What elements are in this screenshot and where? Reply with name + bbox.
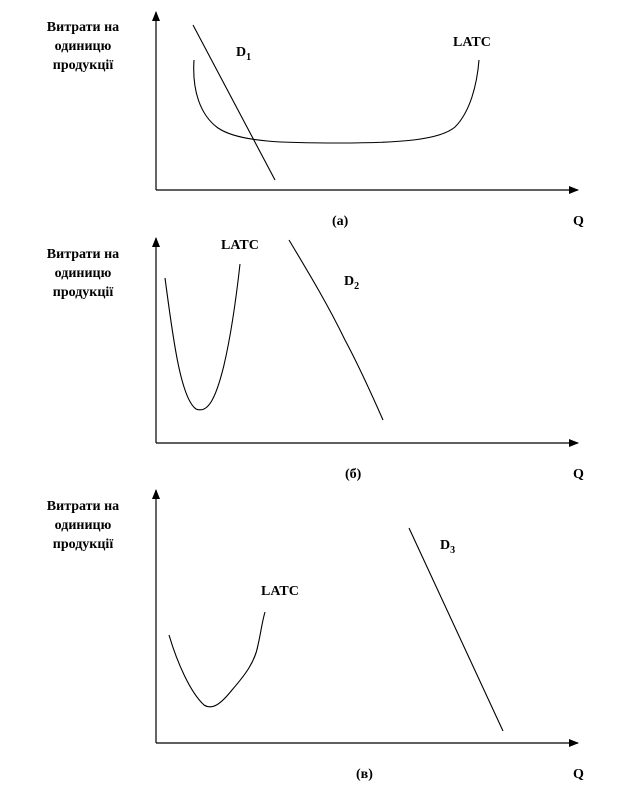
demand-sub-a: 1 <box>246 52 251 63</box>
y-label-line: продукції <box>52 537 114 552</box>
demand-line-c <box>408 527 504 732</box>
demand-base-c: D <box>440 538 450 553</box>
y-axis-label-b: Витрати на одиницю продукції <box>28 245 138 302</box>
y-label-line: Витрати на <box>46 499 120 514</box>
y-label-line: продукції <box>52 58 114 73</box>
panel-b: LATC D2 (б) Q <box>152 237 584 482</box>
x-label-b: Q <box>573 467 584 482</box>
y-label-line: одиницю <box>54 266 112 281</box>
y-label-line: одиницю <box>54 518 112 533</box>
latc-curve-b <box>164 263 241 411</box>
x-label-c: Q <box>573 767 584 782</box>
caption-b: (б) <box>345 467 362 482</box>
x-label-a: Q <box>573 214 584 229</box>
panel-c: LATC D3 (в) Q <box>152 489 584 782</box>
demand-line-b <box>288 239 384 421</box>
caption-c: (в) <box>356 767 373 782</box>
demand-label-c: D3 <box>440 538 455 556</box>
y-label-line: одиницю <box>54 39 112 54</box>
latc-label-b: LATC <box>221 238 259 253</box>
caption-a: (а) <box>332 214 349 229</box>
latc-label-a: LATC <box>453 35 491 50</box>
y-label-line: Витрати на <box>46 247 120 262</box>
demand-label-a: D1 <box>236 45 251 63</box>
latc-curve-c <box>168 611 266 708</box>
demand-line-a <box>192 24 276 181</box>
demand-label-b: D2 <box>344 274 359 292</box>
latc-curve-a <box>193 59 480 144</box>
demand-base-b: D <box>344 274 354 289</box>
latc-label-c: LATC <box>261 584 299 599</box>
y-axis-label-c: Витрати на одиницю продукції <box>28 497 138 554</box>
y-label-line: продукції <box>52 285 114 300</box>
y-label-line: Витрати на <box>46 20 120 35</box>
y-axis-label-a: Витрати на одиницю продукції <box>28 18 138 75</box>
demand-sub-b: 2 <box>354 281 359 292</box>
panel-a: D1 LATC (а) Q <box>152 11 584 229</box>
demand-sub-c: 3 <box>450 545 455 556</box>
demand-base-a: D <box>236 45 246 60</box>
